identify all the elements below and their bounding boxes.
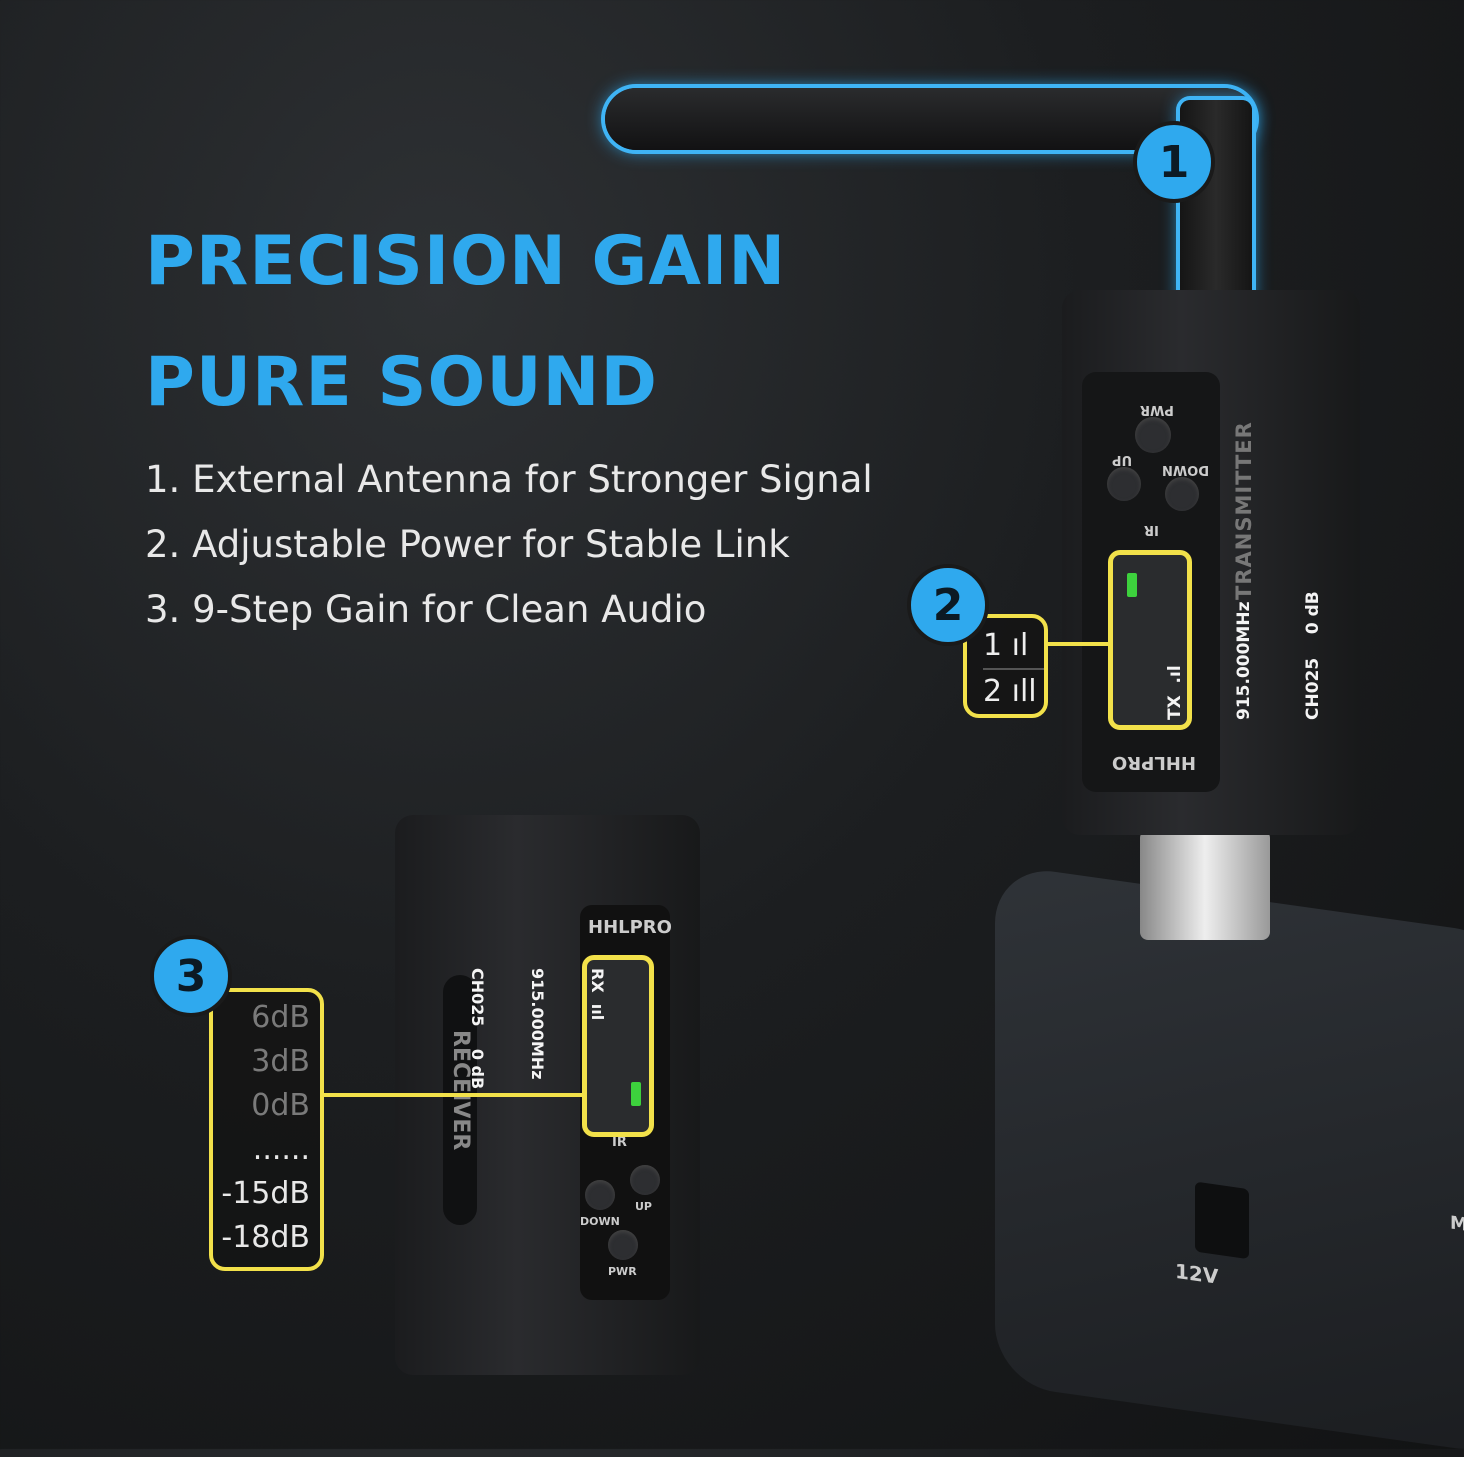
up-label: UP bbox=[1112, 452, 1133, 467]
rx-screen-line-1: RX ııl bbox=[588, 968, 607, 1021]
gain-step: ...... bbox=[252, 1132, 310, 1167]
receiver-screen: RX ııl 915.000MHz CH025 0 dB bbox=[468, 955, 654, 1137]
power-level-1: 1 ıl bbox=[983, 628, 1029, 663]
pwr-label: PWR bbox=[608, 1265, 637, 1278]
badge-1: 1 bbox=[1133, 121, 1215, 203]
brand-logo: HHLPRO bbox=[1112, 752, 1196, 773]
up-button[interactable] bbox=[630, 1165, 660, 1195]
ir-label: IR bbox=[612, 1135, 627, 1150]
xlr-connector bbox=[1140, 830, 1270, 940]
gain-step: 0dB bbox=[251, 1088, 310, 1123]
pwr-button[interactable] bbox=[608, 1230, 638, 1260]
down-button[interactable] bbox=[1165, 477, 1199, 511]
feature-3: 3. 9-Step Gain for Clean Audio bbox=[145, 588, 707, 631]
power-level-2: 2 ıll bbox=[983, 668, 1044, 714]
gain-steps-box: 6dB 3dB 0dB ...... -15dB -18dB bbox=[209, 988, 324, 1271]
gain-step: 3dB bbox=[251, 1044, 310, 1079]
power-label: 12V bbox=[1175, 1258, 1219, 1289]
badge-3: 3 bbox=[150, 935, 232, 1017]
ir-label: IR bbox=[1144, 522, 1159, 537]
mixer: 12V M bbox=[995, 863, 1464, 1457]
mixer-letter: M bbox=[1450, 1212, 1464, 1236]
tx-screen-line-1: TX .ıl bbox=[1165, 665, 1185, 720]
tx-screen-line-2: 915.000MHz bbox=[1234, 601, 1254, 720]
up-label: UP bbox=[635, 1200, 652, 1213]
receiver-slot bbox=[443, 975, 477, 1225]
dc-jack bbox=[1195, 1181, 1249, 1260]
feature-1: 1. External Antenna for Stronger Signal bbox=[145, 458, 873, 501]
gain-step: 6dB bbox=[251, 1000, 310, 1035]
pwr-button[interactable] bbox=[1135, 417, 1171, 453]
up-button[interactable] bbox=[1107, 467, 1141, 501]
pwr-label: PWR bbox=[1140, 402, 1174, 417]
feature-2: 2. Adjustable Power for Stable Link bbox=[145, 523, 790, 566]
down-button[interactable] bbox=[585, 1180, 615, 1210]
rx-screen-line-2: 915.000MHz bbox=[528, 968, 547, 1080]
gain-step: -15dB bbox=[221, 1176, 310, 1211]
battery-icon bbox=[1127, 573, 1137, 597]
headline-line-2: PURE SOUND bbox=[145, 343, 658, 422]
headline-line-1: PRECISION GAIN bbox=[145, 222, 787, 301]
badge-2: 2 bbox=[907, 564, 989, 646]
battery-icon bbox=[631, 1082, 641, 1106]
tx-screen-line-3: CH025 0 dB bbox=[1303, 591, 1323, 720]
transmitter-screen: TX .ıl 915.000MHz CH025 0 dB bbox=[1108, 550, 1323, 730]
gain-step: -18dB bbox=[221, 1220, 310, 1255]
down-label: DOWN bbox=[1162, 462, 1210, 477]
callout-3-line bbox=[320, 1093, 585, 1097]
rx-screen-line-3: CH025 0 dB bbox=[468, 968, 487, 1090]
down-label: DOWN bbox=[580, 1215, 620, 1228]
callout-2-line bbox=[1044, 642, 1110, 646]
brand-logo: HHLPRO bbox=[588, 917, 672, 938]
